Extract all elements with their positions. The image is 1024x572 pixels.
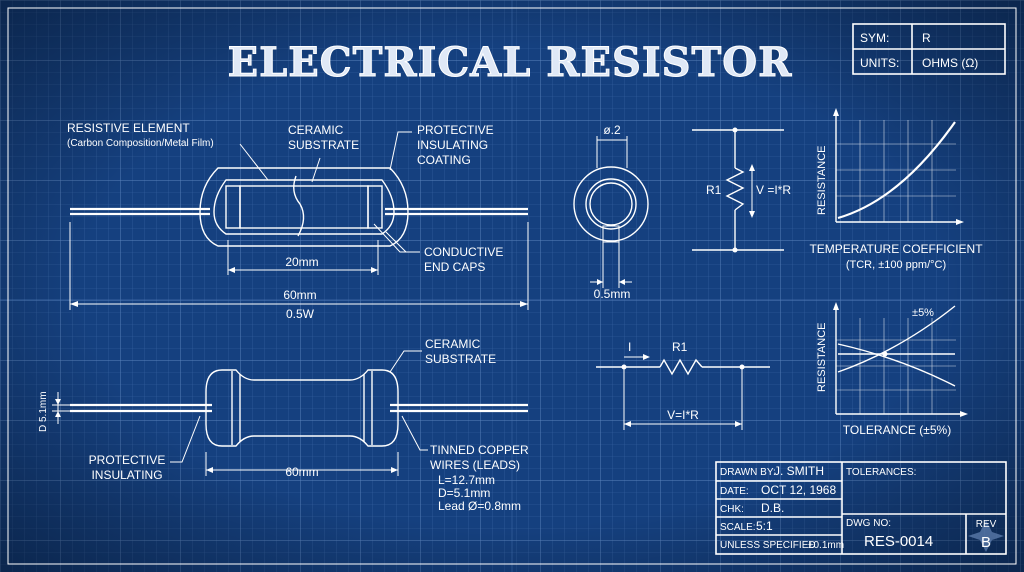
drawing-number-label: DWG NO: bbox=[846, 518, 891, 529]
title-block bbox=[715, 461, 1007, 555]
coating-label-1: PROTECTIVE bbox=[417, 123, 494, 137]
ext-ceramic-label-1: CERAMIC bbox=[425, 337, 481, 351]
checked-value: D.B. bbox=[761, 501, 784, 515]
caps-label-1: CONDUCTIVE bbox=[424, 245, 503, 259]
tcr-caption-2: (TCR, ±100 ppm/°C) bbox=[846, 259, 946, 271]
tolerance-y-label: RESISTANCE bbox=[816, 323, 828, 392]
caps-label-2: END CAPS bbox=[424, 260, 485, 274]
drawing-title: ELECTRICAL RESISTOR bbox=[228, 39, 793, 86]
total-length-dim: 60mm bbox=[283, 288, 316, 302]
date-label: DATE: bbox=[720, 486, 749, 497]
tolerance-graph bbox=[833, 302, 968, 417]
resistive-element-label: RESISTIVE ELEMENT bbox=[67, 121, 190, 135]
coating-label-2: INSULATING bbox=[417, 138, 488, 152]
drawing-number-value: RES-0014 bbox=[864, 533, 933, 550]
cross-section bbox=[573, 136, 649, 288]
wires-label-2: WIRES (LEADS) bbox=[430, 458, 520, 472]
diameter-dim: ø.2 bbox=[603, 123, 621, 137]
vertical-r1-label: R1 bbox=[706, 183, 722, 197]
drawn-by-value: J. SMITH bbox=[774, 464, 824, 478]
ext-ceramic-label-2: SUBSTRATE bbox=[425, 352, 496, 366]
resistive-element-sublabel: (Carbon Composition/Metal Film) bbox=[67, 138, 214, 149]
inner-length-dim: 20mm bbox=[285, 255, 318, 269]
lead-diameter-dim: 0.5mm bbox=[594, 287, 631, 301]
wires-label-1: TINNED COPPER bbox=[430, 443, 529, 457]
body-length-dim: 60mm bbox=[285, 465, 318, 479]
power-rating: 0.5W bbox=[286, 307, 315, 321]
tcr-caption-1: TEMPERATURE COEFFICIENT bbox=[809, 242, 983, 256]
ceramic-label-1: CERAMIC bbox=[288, 123, 344, 137]
tolerance-caption: TOLERANCE (±5%) bbox=[843, 423, 951, 437]
symbol-box: SYM: R UNITS: OHMS (Ω) bbox=[852, 23, 1006, 75]
cutaway-resistor bbox=[69, 131, 529, 310]
date-value: OCT 12, 1968 bbox=[761, 483, 836, 497]
unless-specified-value: ±0.1mm bbox=[808, 540, 844, 551]
checked-label: CHK: bbox=[720, 504, 744, 515]
scale-value: 5:1 bbox=[756, 519, 773, 533]
tolerances-label: TOLERANCES: bbox=[846, 467, 916, 478]
lead-diameter-label: D 5.1mm bbox=[38, 391, 49, 432]
sheet-border bbox=[7, 7, 1017, 565]
coating-label-3: COATING bbox=[417, 153, 471, 167]
units-label: UNITS: bbox=[860, 56, 899, 70]
ceramic-label-2: SUBSTRATE bbox=[288, 138, 359, 152]
unless-specified-label: UNLESS SPECIFIED bbox=[720, 540, 816, 551]
sym-label: SYM: bbox=[860, 31, 889, 45]
ext-coating-label-2: INSULATING bbox=[91, 468, 162, 482]
tcr-y-label: RESISTANCE bbox=[816, 146, 828, 215]
revision-label: REV bbox=[976, 519, 997, 530]
tcr-graph bbox=[833, 108, 964, 225]
spec-diameter: D=5.1mm bbox=[438, 486, 490, 500]
tolerance-band-label: ±5% bbox=[912, 307, 934, 319]
ext-coating-label-1: PROTECTIVE bbox=[89, 453, 166, 467]
vertical-schematic bbox=[692, 127, 784, 253]
drawn-by-label: DRAWN BY: bbox=[720, 467, 776, 478]
vertical-ohms-law: V =I*R bbox=[756, 183, 791, 197]
current-label: I bbox=[628, 340, 631, 354]
sym-value: R bbox=[922, 31, 931, 45]
spec-lead-diameter: Lead Ø=0.8mm bbox=[438, 499, 521, 513]
revision-value: B bbox=[981, 534, 991, 551]
horizontal-r1-label: R1 bbox=[672, 340, 688, 354]
horizontal-ohms-law: V=I*R bbox=[667, 408, 699, 422]
spec-length: L=12.7mm bbox=[438, 473, 495, 487]
scale-label: SCALE: bbox=[720, 522, 756, 533]
exterior-resistor bbox=[52, 350, 528, 476]
units-value: OHMS (Ω) bbox=[922, 56, 978, 70]
horizontal-schematic bbox=[596, 354, 770, 430]
